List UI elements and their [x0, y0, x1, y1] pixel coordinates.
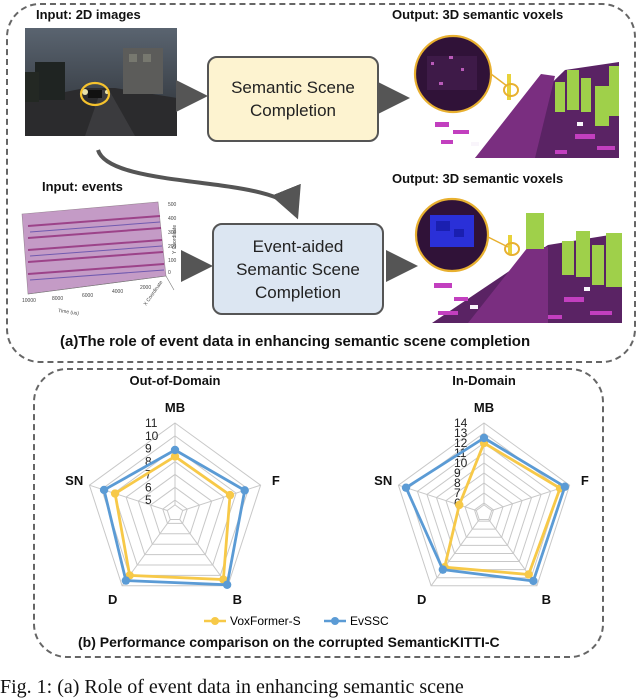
radar-1-series-1-line: [406, 438, 565, 581]
figure-caption: Fig. 1: (a) Role of event data in enhanc…: [0, 676, 464, 699]
radar-0-series-0-point: [226, 491, 234, 499]
radar-1-series-0-point: [455, 501, 463, 509]
arrow-image-to-evssc: [98, 150, 295, 212]
radar-1-grid-ring: [474, 503, 493, 521]
radar-0-series-1-point: [240, 486, 248, 494]
radar-charts: 567891011MBFBDSNOut-of-Domain67891011121…: [0, 366, 640, 636]
radar-0-series-0-point: [111, 489, 119, 497]
radar-1-series-1-point: [561, 483, 569, 491]
radar-1-tick-label: 14: [454, 416, 468, 430]
radar-0-tick-label: 11: [145, 416, 158, 430]
caption-b: (b) Performance comparison on the corrup…: [78, 634, 500, 650]
radar-0-series-1-point: [223, 581, 231, 589]
caption-a: (a)The role of event data in enhancing s…: [60, 333, 530, 350]
radar-0-series-1-point: [100, 486, 108, 494]
radar-1-series-1-point: [480, 434, 488, 442]
radar-1-series-1-point: [529, 577, 537, 585]
radar-0-tick-label: 9: [145, 442, 152, 456]
radar-0-tick-label: 10: [145, 429, 159, 443]
legend-voxformer-label: VoxFormer-S: [230, 614, 301, 628]
radar-0-axis-label: SN: [65, 473, 83, 488]
radar-0-series-1-point: [122, 576, 130, 584]
radar-0-grid-ring: [167, 505, 182, 520]
radar-0-tick-label: 5: [145, 493, 152, 507]
legend-evssc-label: EvSSC: [350, 614, 389, 628]
radar-0-axis-label: MB: [165, 400, 185, 415]
legend-evssc-marker: [331, 617, 339, 625]
radar-1-axis-label: D: [417, 592, 426, 607]
radar-1-title: In-Domain: [452, 373, 516, 388]
legend: VoxFormer-S EvSSC: [200, 612, 440, 630]
radar-1-axis-label: F: [581, 473, 589, 488]
radar-0-series-1-point: [171, 446, 179, 454]
radar-0-title: Out-of-Domain: [130, 373, 221, 388]
output-voxels-2: [408, 193, 630, 333]
radar-1-axis-label: B: [542, 592, 551, 607]
radar-1-series-1-point: [439, 565, 447, 573]
legend-voxformer-marker: [211, 617, 219, 625]
radar-0-axis-label: D: [108, 592, 117, 607]
radar-0-tick-label: 6: [145, 480, 152, 494]
radar-0-axis-label: F: [272, 473, 280, 488]
radar-1-series-1-point: [402, 483, 410, 491]
output-voxels-1: [405, 26, 627, 166]
radar-0-axis-label: B: [233, 592, 242, 607]
radar-1-axis-label: SN: [374, 473, 392, 488]
radar-1-axis-label: MB: [474, 400, 494, 415]
